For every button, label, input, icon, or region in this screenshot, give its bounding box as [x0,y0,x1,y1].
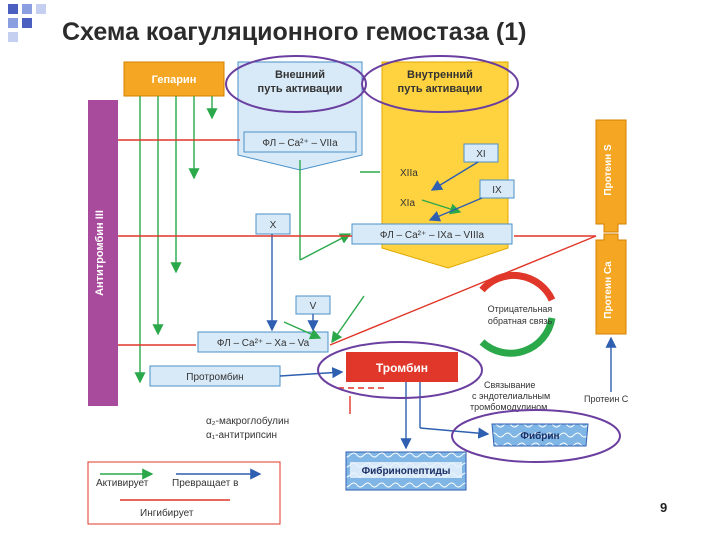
inhibitor-2: α₁-антитрипсин [206,430,277,441]
highlight-intrinsic [361,55,519,113]
fibrin-label: Фибрин [520,430,559,442]
protein-c-label: Протеин C [584,394,629,404]
binding-line-1: Связывание [484,380,535,390]
xiia-label: XIIa [400,168,418,179]
page-title: Схема коагуляционного гемостаза (1) [62,18,527,46]
extrinsic-title-2: путь активации [258,83,343,95]
antithrombin-label: Антитромбин III [94,210,106,296]
feedback-arc-red [479,271,556,302]
thrombin-box [346,352,458,382]
heparin-label: Гепарин [152,74,197,86]
legend-box [87,461,281,525]
xi-label: XI [476,149,485,160]
fl-ca-xa-va-box [197,331,329,353]
feedback-label-2: обратная связь [488,316,553,326]
binding-line-3: тромбомодулином [470,402,547,412]
green-arrow [299,233,352,261]
protein-ca-shape [595,233,627,335]
xia-label: XIa [400,198,415,209]
page-number: 9 [660,500,668,515]
corner-decoration [8,4,46,42]
blue-arrow [428,197,483,222]
feedback-label-1: Отрицательная [488,304,553,314]
fibrin-box [491,423,589,447]
fl-ca-viia-label: ФЛ – Ca²⁺ – VIIa [262,138,338,149]
xi-box [463,143,499,163]
feedback-arc-green [479,317,556,357]
ix-label: IX [492,185,502,196]
fl-ca-ixa-viiia-label: ФЛ – Ca²⁺ – IXa – VIIIa [380,230,485,241]
ix-box [479,179,515,199]
fl-ca-xa-va-label: ФЛ – Ca²⁺ – Xa – Va [217,338,310,349]
intrinsic-title-1: Внутренний [407,69,473,81]
fl-ca-ixa-viiia-box [351,223,513,245]
legend-converts: Превращает в [172,478,238,489]
antithrombin-bar [88,100,118,406]
legend-inhibits: Ингибирует [140,507,194,519]
extrinsic-title-1: Внешний [275,69,325,81]
prothrombin-label: Протромбин [186,371,243,383]
blue-arrow [430,161,479,191]
protein-s-label: Протеин S [603,144,614,196]
x-label: X [270,220,277,231]
heparin-box [123,61,225,97]
binding-line-2: с эндотелиальным [472,391,550,401]
highlight-thrombin [317,341,483,399]
blue-arrow [279,367,344,379]
protein-s-shape [595,119,627,233]
protein-ca-label: Протеин Ca [603,261,614,319]
x-box [255,213,291,235]
intrinsic-title-2: путь активации [398,83,483,95]
fl-ca-viia-box [243,131,357,153]
fibrinopeptides-label-bg [350,462,462,478]
v-label: V [310,301,317,312]
fibrinopeptides-label: Фибринопептиды [362,465,451,477]
legend-activates: Активирует [96,478,149,489]
inhibitor-1: α₂-макроглобулин [206,415,289,427]
highlight-extrinsic [225,55,367,113]
thrombin-label: Тромбин [376,361,428,375]
red-inhibit-line [329,235,597,346]
green-arrow [283,321,322,340]
highlight-fibrin [451,409,621,463]
green-arrow [331,295,365,344]
